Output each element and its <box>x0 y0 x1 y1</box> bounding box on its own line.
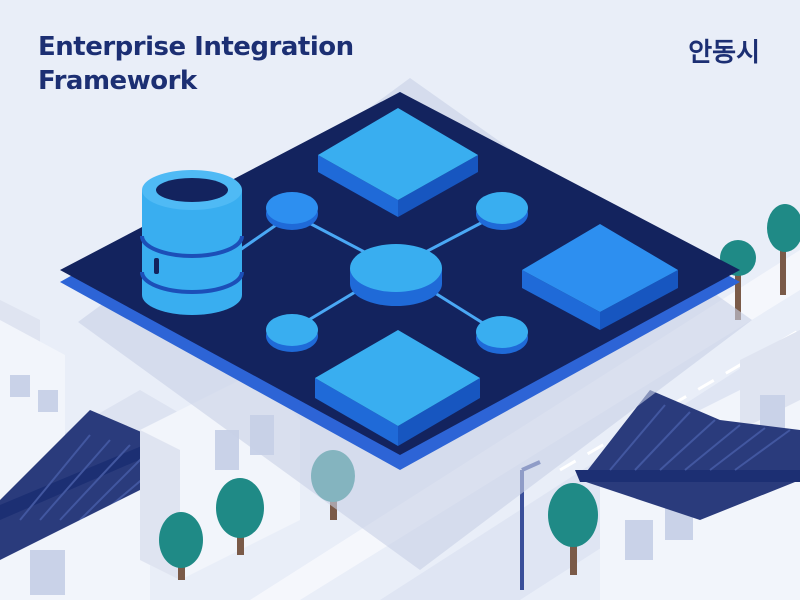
title-line-2: Framework <box>38 66 197 96</box>
page-title: Enterprise Integration Framework <box>38 30 354 98</box>
hanok-roof <box>0 410 185 600</box>
tree <box>159 512 203 580</box>
tree <box>767 204 800 295</box>
hanok-roof <box>575 390 800 520</box>
network-node <box>266 192 318 230</box>
tree <box>548 483 598 575</box>
title-line-1: Enterprise Integration <box>38 32 354 62</box>
network-node <box>476 316 528 354</box>
network-hub-icon <box>350 244 442 306</box>
city-label: 안동시 <box>688 38 760 68</box>
network-node <box>266 314 318 352</box>
module-block-icon <box>315 330 480 446</box>
tree <box>216 478 264 555</box>
database-cylinder-icon <box>140 170 244 315</box>
module-block-icon <box>318 108 478 217</box>
module-block-icon <box>522 224 678 330</box>
network-node <box>476 192 528 230</box>
